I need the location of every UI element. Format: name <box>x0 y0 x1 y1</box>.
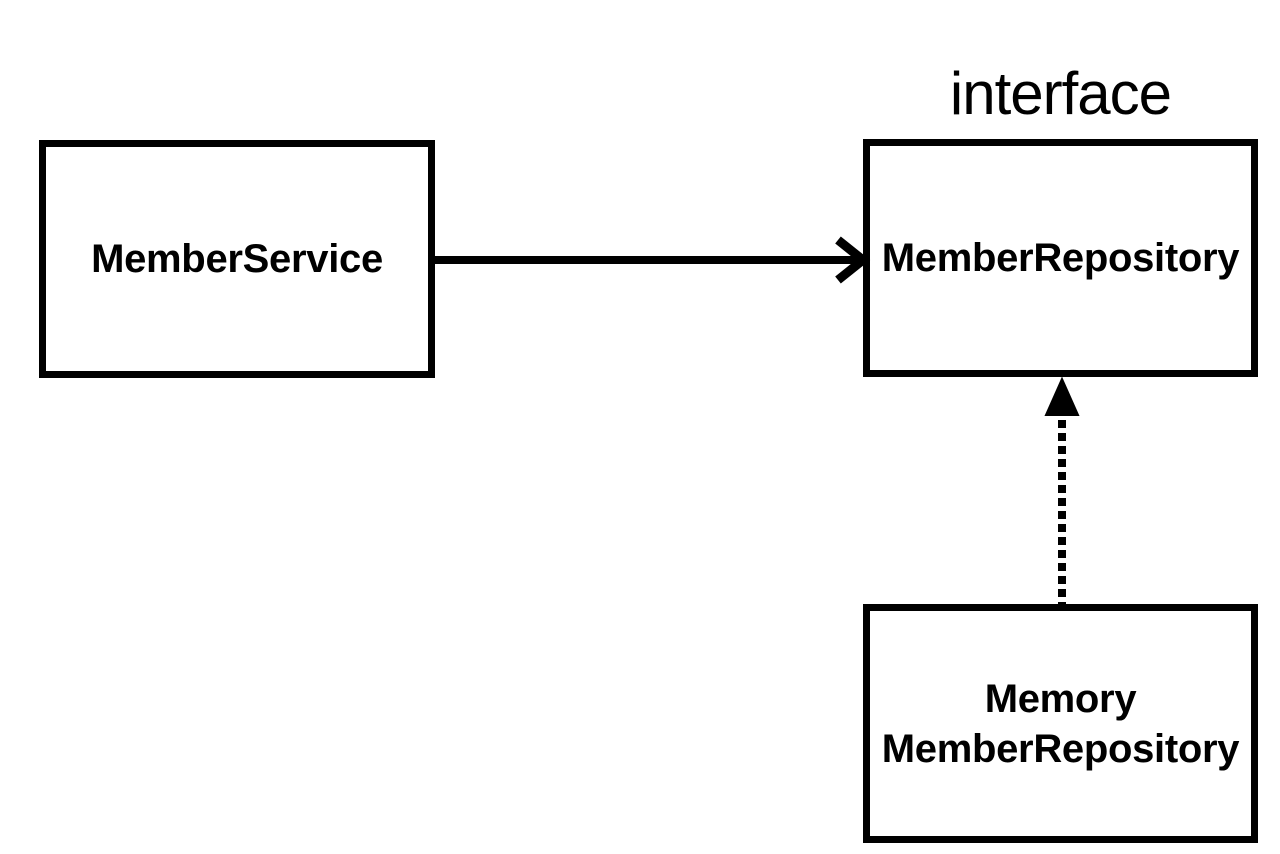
class-box-memory-member-repository[interactable]: Memory MemberRepository <box>863 604 1258 843</box>
class-box-member-repository-label: MemberRepository <box>881 236 1240 280</box>
interface-stereotype-label: interface <box>949 60 1172 127</box>
class-box-member-repository[interactable]: MemberRepository <box>863 139 1258 377</box>
edge-member-service-uses-member-repository <box>435 236 871 284</box>
class-box-member-service[interactable]: MemberService <box>39 140 435 378</box>
edge-uses-arrowhead-icon <box>835 236 871 284</box>
edge-implements-arrowhead-icon <box>1044 376 1080 416</box>
edge-memory-member-repository-implements-member-repository <box>1044 376 1080 610</box>
class-box-memory-member-repository-label: Memory MemberRepository <box>881 676 1240 771</box>
class-box-member-service-label: MemberService <box>91 237 383 281</box>
